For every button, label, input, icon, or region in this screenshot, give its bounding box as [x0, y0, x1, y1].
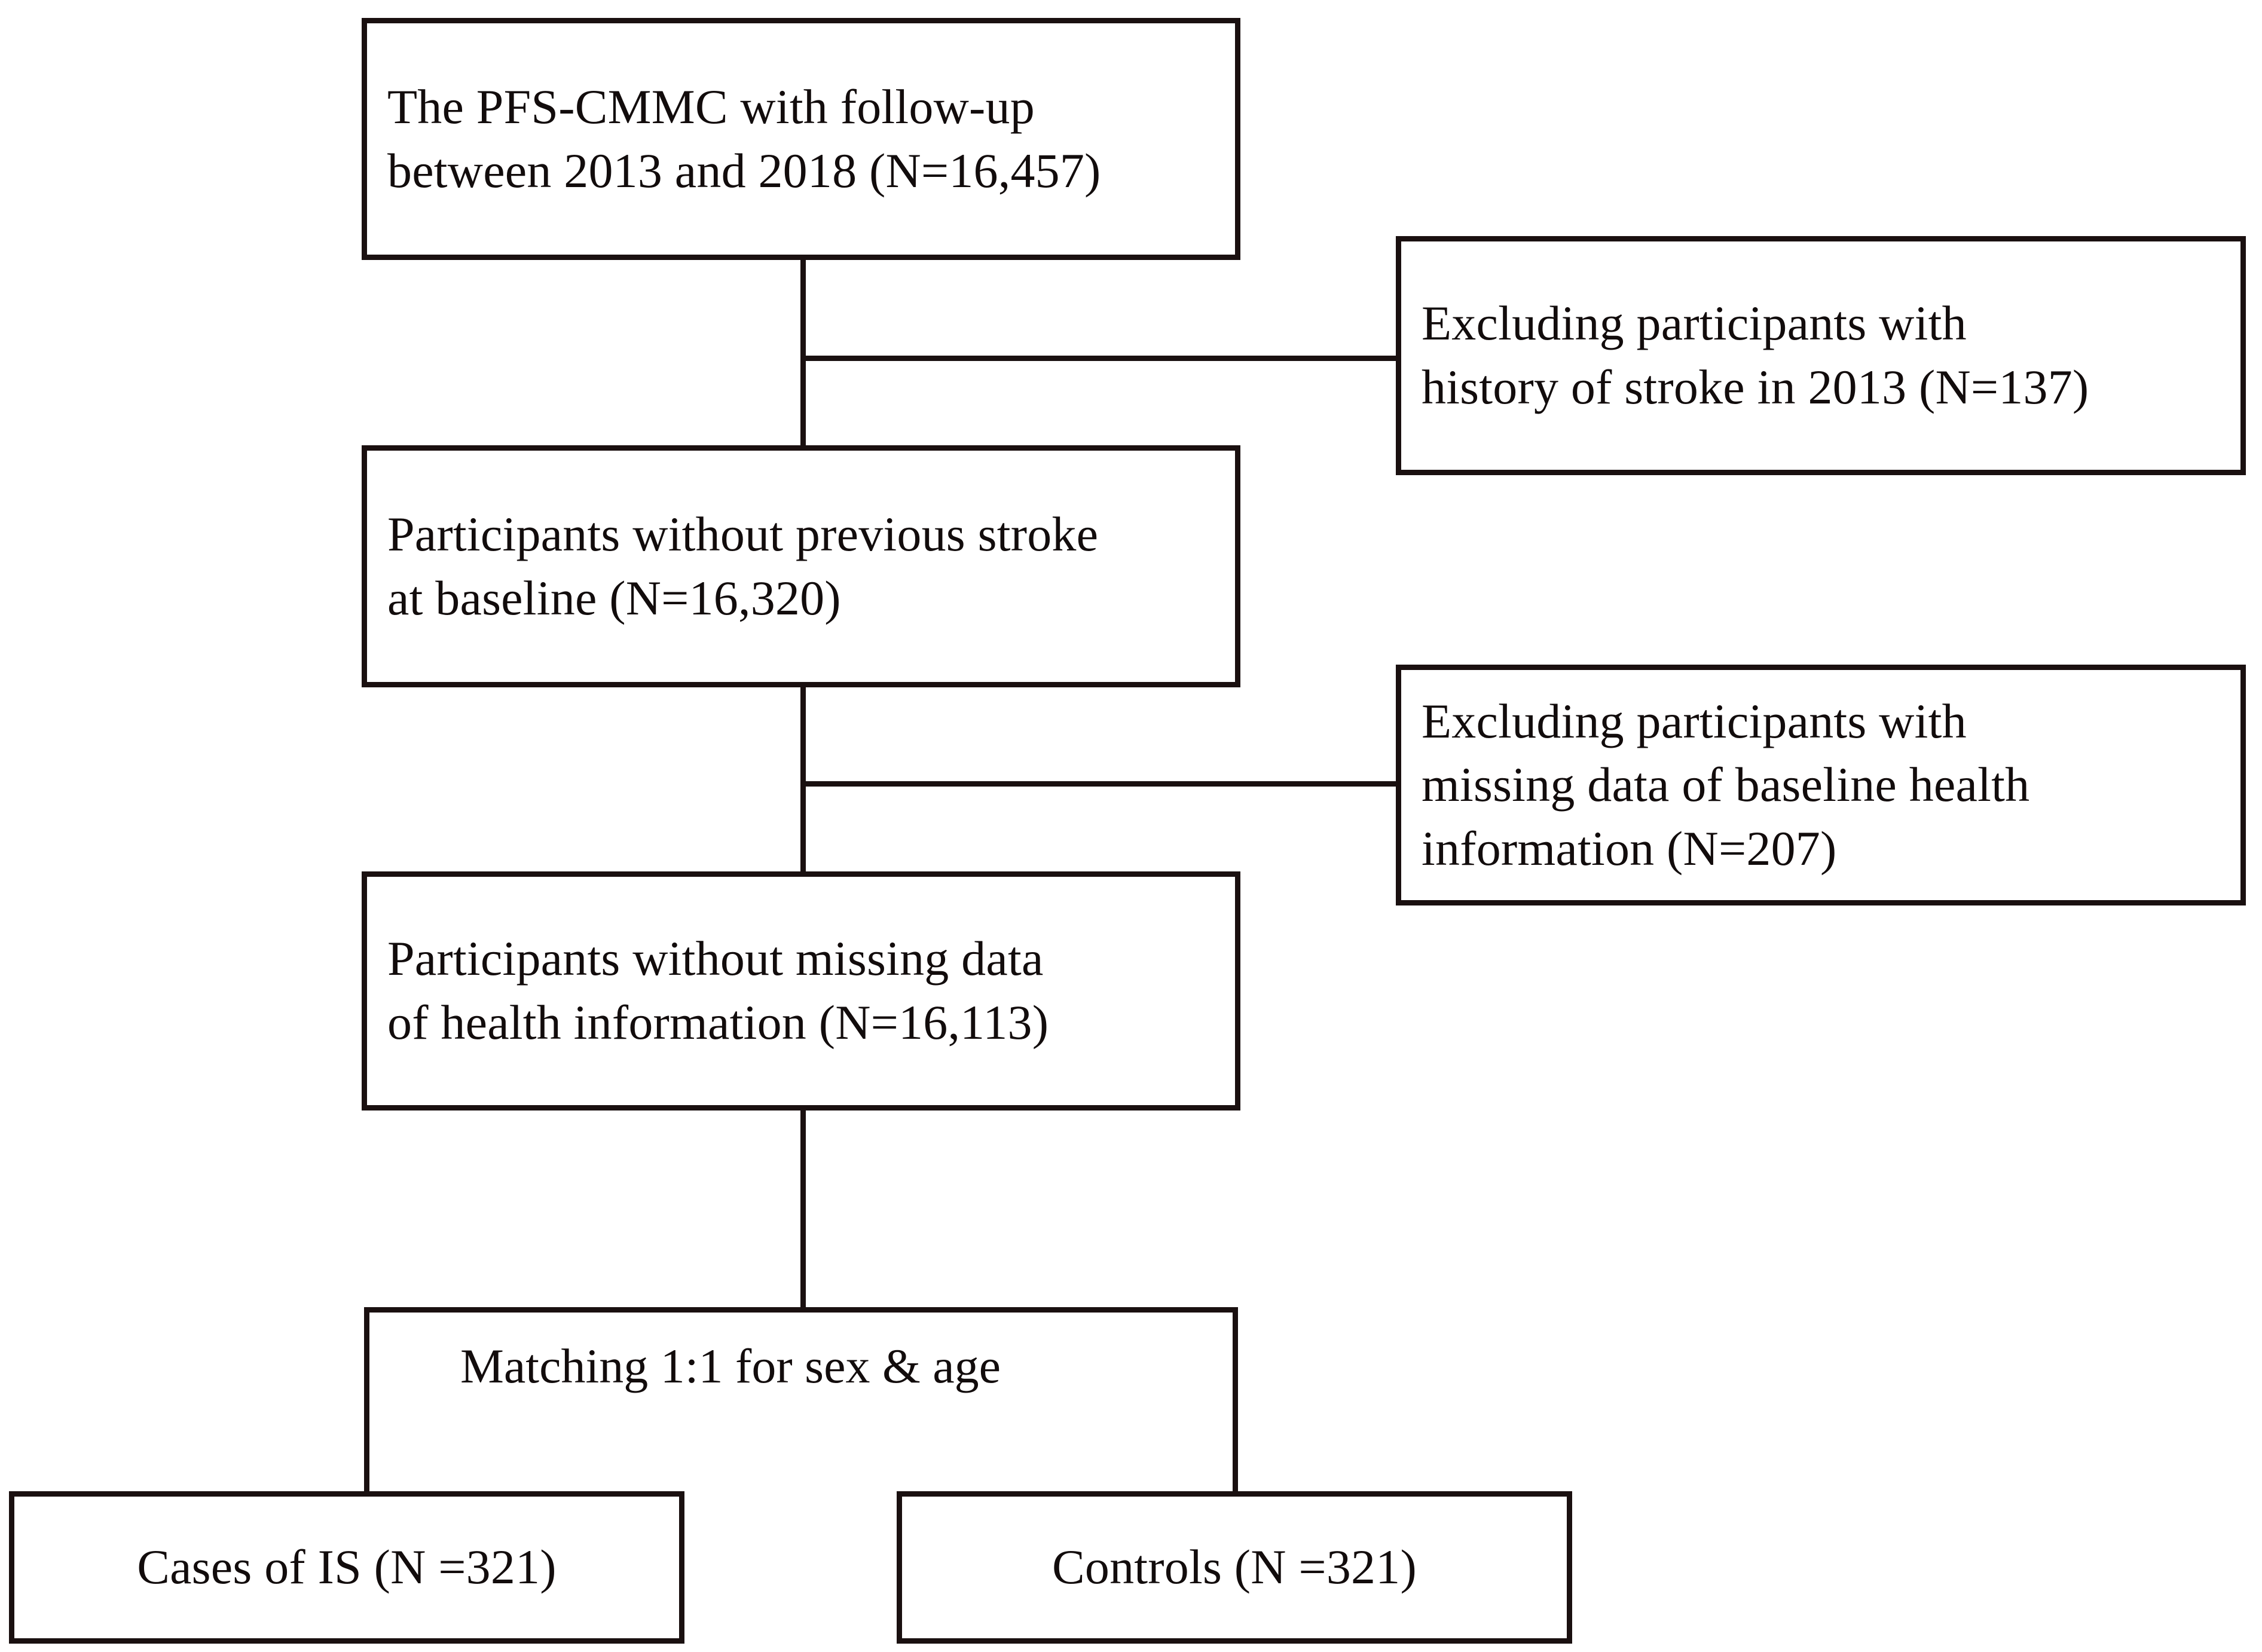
node-no-missing-data: Participants without missing data of hea…	[362, 871, 1240, 1110]
edge-matching-to-controls	[1233, 1307, 1238, 1494]
edge-branch-to-exclusion-missing-data	[800, 781, 1398, 787]
node-matching-step-label: Matching 1:1 for sex & age	[460, 1339, 1001, 1393]
edge-no-missing-data-to-matching	[800, 1110, 806, 1311]
edge-source-to-no-previous-stroke	[800, 260, 806, 446]
node-source-cohort-label: The PFS-CMMC with follow-up between 2013…	[387, 79, 1101, 198]
node-cases: Cases of IS (N =321)	[9, 1491, 684, 1644]
edge-no-previous-stroke-to-no-missing-data	[800, 687, 806, 874]
node-source-cohort: The PFS-CMMC with follow-up between 2013…	[362, 18, 1240, 260]
edge-matching-split-bar	[364, 1307, 1238, 1313]
node-controls-label: Controls (N =321)	[1052, 1540, 1417, 1595]
node-cases-label: Cases of IS (N =321)	[137, 1540, 557, 1595]
node-exclusion-missing-data-label: Excluding participants with missing data…	[1422, 693, 2030, 876]
edge-branch-to-exclusion-stroke-history	[800, 356, 1398, 361]
edge-matching-to-cases	[364, 1307, 369, 1494]
node-no-previous-stroke: Participants without previous stroke at …	[362, 445, 1240, 687]
node-no-previous-stroke-label: Participants without previous stroke at …	[387, 506, 1099, 625]
node-no-missing-data-label: Participants without missing data of hea…	[387, 931, 1049, 1050]
node-exclusion-stroke-history-label: Excluding participants with history of s…	[1422, 296, 2089, 414]
node-exclusion-missing-data: Excluding participants with missing data…	[1396, 665, 2246, 905]
node-controls: Controls (N =321)	[897, 1491, 1572, 1644]
node-exclusion-stroke-history: Excluding participants with history of s…	[1396, 236, 2246, 475]
